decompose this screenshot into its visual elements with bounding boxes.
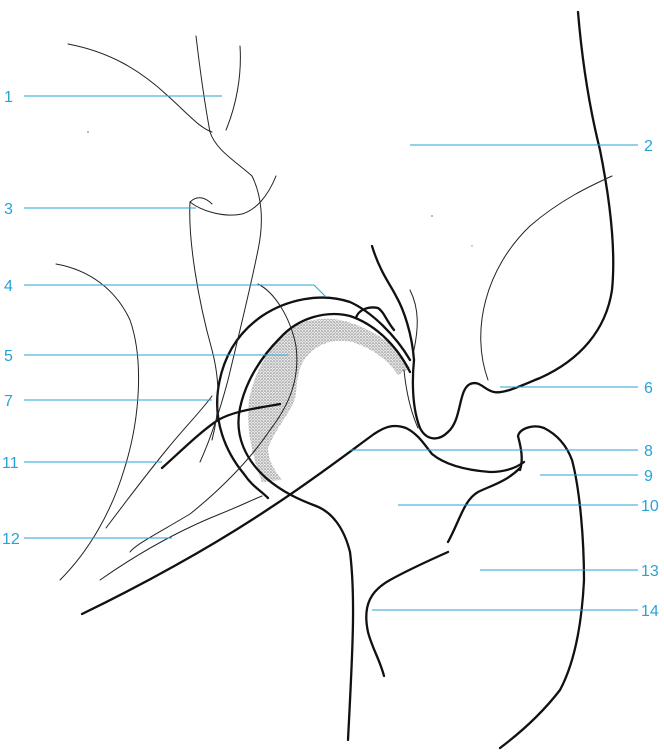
leader-4b bbox=[314, 285, 326, 297]
label-1: 1 bbox=[4, 89, 13, 106]
label-3: 3 bbox=[4, 201, 13, 218]
pubic-line-outer bbox=[190, 202, 218, 440]
anterior-spine-outline bbox=[190, 176, 276, 215]
obturator-outline bbox=[56, 264, 139, 580]
label-12: 12 bbox=[2, 531, 20, 548]
label-8: 8 bbox=[644, 443, 653, 460]
pelvic-wall-outline bbox=[413, 12, 613, 438]
iliac-crest-line bbox=[68, 44, 212, 132]
lesser-trochanter-outline bbox=[366, 552, 448, 676]
label-4: 4 bbox=[4, 278, 13, 295]
speck bbox=[431, 215, 433, 217]
label-2: 2 bbox=[644, 138, 653, 155]
label-5: 5 bbox=[4, 348, 13, 365]
label-14: 14 bbox=[641, 603, 659, 620]
joint-cartilage-shading bbox=[248, 319, 410, 482]
label-13: 13 bbox=[641, 563, 659, 580]
femoral-neck-superior-outline bbox=[316, 506, 353, 740]
speck bbox=[87, 131, 89, 133]
label-11: 11 bbox=[2, 455, 19, 472]
speck bbox=[471, 245, 472, 246]
iliac-outline-2 bbox=[226, 46, 240, 130]
leader-lines bbox=[24, 96, 638, 610]
label-10: 10 bbox=[641, 498, 659, 515]
teardrop-outline bbox=[481, 176, 612, 380]
label-6: 6 bbox=[644, 380, 653, 397]
label-7: 7 bbox=[4, 393, 13, 410]
label-9: 9 bbox=[644, 468, 653, 485]
